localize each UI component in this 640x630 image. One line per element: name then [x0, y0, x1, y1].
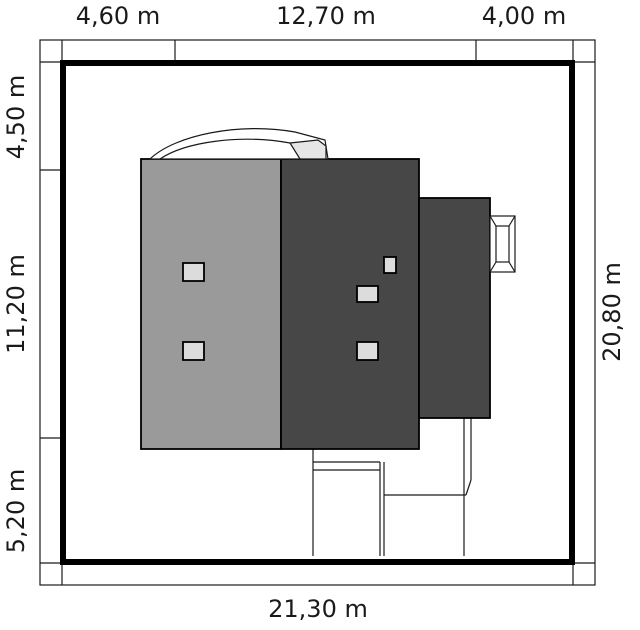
- chimney: [489, 215, 516, 273]
- dim-top-middle: 12,70 m: [276, 2, 376, 30]
- skylight: [356, 285, 379, 303]
- dim-bottom: 21,30 m: [268, 595, 368, 623]
- skylight: [182, 262, 205, 282]
- dim-top-right: 4,00 m: [482, 2, 566, 30]
- dim-left-middle: 11,20 m: [2, 254, 30, 354]
- dim-top-left: 4,60 m: [76, 2, 160, 30]
- roof-annex: [418, 197, 491, 419]
- skylight: [383, 256, 397, 274]
- dim-left-top: 4,50 m: [2, 75, 30, 159]
- skylight: [182, 341, 205, 361]
- entrance-canopy: [148, 128, 329, 160]
- roof-section-dark: [280, 158, 420, 450]
- dim-left-bottom: 5,20 m: [2, 469, 30, 553]
- skylight: [356, 341, 379, 361]
- plot-boundary: [60, 60, 575, 565]
- dim-right: 20,80 m: [598, 262, 626, 362]
- skylights: [182, 256, 397, 361]
- driveway-lines: [312, 418, 472, 556]
- roof-section-light: [140, 158, 282, 450]
